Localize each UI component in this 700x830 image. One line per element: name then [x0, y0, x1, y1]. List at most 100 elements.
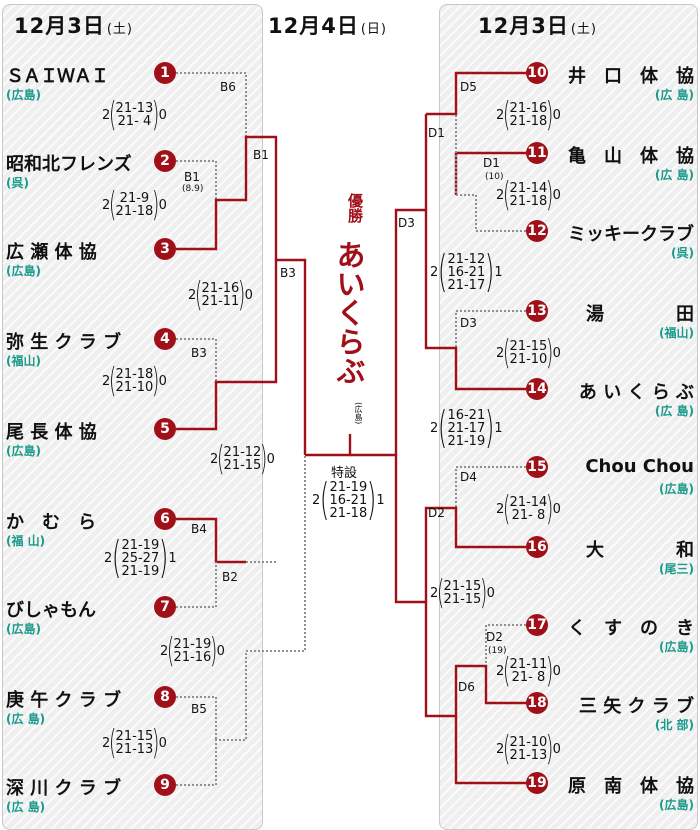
score-line: 21-14	[509, 181, 548, 196]
team-name-3: 広 瀬 体 協	[6, 242, 97, 263]
match-label-b1: B1	[253, 148, 269, 162]
score-set: 2	[160, 643, 169, 659]
line-team-10	[426, 71, 526, 116]
score-result: 0	[552, 187, 561, 203]
score-line: 21- 8	[511, 670, 546, 685]
team-number-12: 12	[526, 220, 548, 242]
team-name-8: 庚 午 ク ラ ブ	[6, 690, 122, 711]
match-label-d2-second: D2	[486, 630, 503, 644]
line-team-15	[455, 466, 526, 508]
score-line: 21-12	[223, 445, 262, 460]
team-number-2: 2	[154, 150, 176, 172]
score-set: 2	[496, 663, 505, 679]
match-sub-b1: (8.9)	[182, 184, 204, 194]
date-center-weekday: (日)	[360, 22, 387, 37]
score-result: 0	[244, 287, 253, 303]
team-number-3: 3	[154, 238, 176, 260]
score-line: 21-17	[447, 277, 486, 293]
match-label-d5: D5	[460, 80, 477, 94]
line-team-8	[176, 696, 217, 740]
score-result: 0	[552, 107, 561, 123]
date-center: 12月4日(日)	[268, 10, 387, 40]
team-pref-9: (広 島)	[6, 800, 46, 814]
score-line: 21-15	[443, 579, 482, 594]
team-name-15: Chou Chou	[585, 456, 694, 477]
line-team-2	[176, 160, 217, 200]
team-pref-10: (広 島)	[654, 88, 694, 102]
team-pref-14: (広 島)	[654, 404, 694, 418]
match-label-b4: B4	[191, 522, 207, 536]
score-result: 0	[266, 451, 275, 467]
score-line: 21- 8	[511, 508, 546, 523]
score-set: 2	[496, 187, 505, 203]
team-pref-8: (広 島)	[6, 712, 46, 726]
team-number-18: 18	[526, 692, 548, 714]
match-label-final: 特設	[331, 466, 358, 481]
line-team-14	[424, 210, 526, 391]
score-line: 21-16	[173, 650, 212, 665]
score-line: 21-19	[121, 537, 160, 553]
line-team-12	[455, 114, 526, 232]
line-team-16	[394, 455, 526, 604]
score-line: 21-10	[115, 380, 154, 395]
team-number-7: 7	[154, 596, 176, 618]
team-pref-17: (広島)	[659, 640, 694, 654]
match-sub-d2: (19)	[488, 646, 507, 656]
team-name-5: 尾 長 体 協	[6, 422, 97, 443]
date-right-main: 12月3日	[478, 14, 569, 38]
team-number-15: 15	[526, 456, 548, 478]
score-line: 21-18	[115, 204, 154, 219]
score-result: 0	[158, 735, 167, 751]
score-line: 21-13	[509, 748, 548, 763]
team-number-16: 16	[526, 536, 548, 558]
match-label-b5: B5	[191, 702, 207, 716]
score-line: 21-18	[115, 367, 154, 382]
line-team-19	[454, 716, 526, 785]
score-line: 16-21	[447, 264, 486, 280]
team-pref-1: (広島)	[6, 88, 41, 102]
team-name-13: 湯 田	[586, 304, 694, 325]
score-line: 21-15	[223, 458, 262, 473]
team-name-18: 三 矢 ク ラ ブ	[578, 696, 694, 717]
line-team-18	[424, 602, 526, 718]
right-panel	[439, 4, 698, 830]
team-pref-2: (呉)	[6, 176, 29, 190]
team-number-5: 5	[154, 418, 176, 440]
team-number-17: 17	[526, 614, 548, 636]
line-team-6-b4	[176, 517, 246, 564]
score-line: 21-10	[509, 735, 548, 750]
team-name-10: 井 口 体 協	[568, 66, 694, 87]
score-result: 1	[494, 264, 503, 280]
team-pref-11: (広 島)	[654, 168, 694, 182]
match-sub-d1: (10)	[485, 172, 504, 182]
team-number-19: 19	[526, 772, 548, 794]
score-result: 0	[486, 585, 495, 601]
match-label-b6: B6	[220, 80, 236, 94]
score-set: 2	[496, 107, 505, 123]
team-name-4: 弥 生 ク ラ ブ	[6, 332, 122, 353]
date-center-main: 12月4日	[268, 14, 359, 38]
score-set: 2	[496, 345, 505, 361]
line-team-7	[176, 562, 217, 608]
team-pref-15: (広島)	[659, 482, 694, 496]
score-line: 21-19	[447, 433, 486, 449]
score-line: 16-21	[447, 407, 486, 423]
champion-name: あいくらぶ	[332, 239, 366, 385]
team-name-11: 亀 山 体 協	[568, 146, 694, 167]
score-line: 21-16	[509, 101, 548, 116]
team-pref-13: (福山)	[659, 326, 694, 340]
team-name-14: あ い く ら ぶ	[578, 382, 694, 403]
score-line: 21-18	[329, 505, 368, 521]
score-result: 0	[158, 373, 167, 389]
